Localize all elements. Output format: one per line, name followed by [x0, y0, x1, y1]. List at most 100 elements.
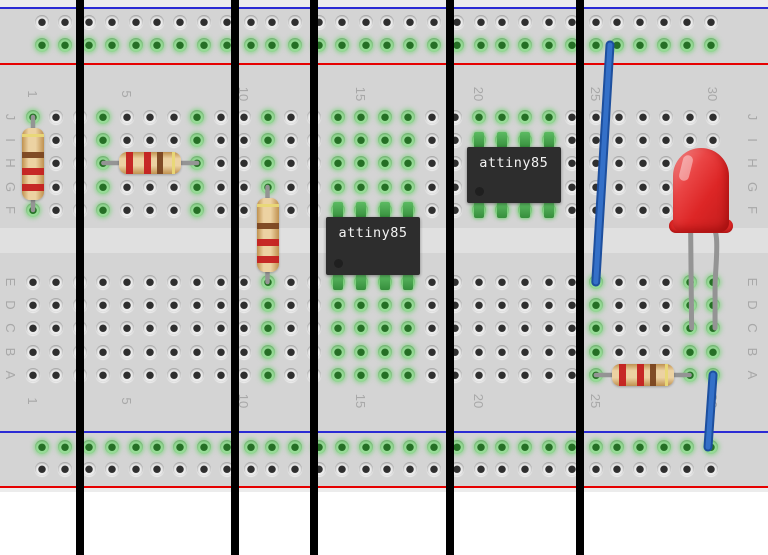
breadboard-hole[interactable] — [237, 321, 252, 335]
breadboard-hole[interactable] — [330, 133, 345, 147]
breadboard-hole[interactable] — [706, 133, 721, 147]
breadboard-hole[interactable] — [237, 368, 252, 382]
breadboard-hole[interactable] — [190, 345, 205, 359]
breadboard-hole[interactable] — [612, 133, 627, 147]
breadboard-hole[interactable] — [354, 298, 369, 312]
breadboard-hole[interactable] — [237, 298, 252, 312]
power-rail-hole[interactable] — [610, 440, 624, 454]
power-rail-hole[interactable] — [81, 38, 96, 52]
breadboard-hole[interactable] — [260, 368, 275, 382]
breadboard-hole[interactable] — [495, 110, 509, 124]
power-rail-hole[interactable] — [35, 440, 49, 454]
breadboard-hole[interactable] — [330, 180, 345, 194]
power-rail-hole[interactable] — [703, 462, 718, 476]
breadboard-hole[interactable] — [635, 156, 650, 170]
breadboard-hole[interactable] — [401, 298, 416, 312]
breadboard-hole[interactable] — [190, 298, 205, 312]
breadboard-hole[interactable] — [495, 275, 509, 289]
breadboard-hole[interactable] — [143, 203, 158, 217]
power-rail-hole[interactable] — [680, 462, 695, 476]
breadboard-hole[interactable] — [283, 156, 298, 170]
power-rail-hole[interactable] — [81, 440, 96, 454]
breadboard-hole[interactable] — [635, 298, 650, 312]
breadboard-hole[interactable] — [96, 180, 111, 194]
breadboard-hole[interactable] — [401, 345, 416, 359]
breadboard-hole[interactable] — [635, 133, 650, 147]
power-rail-hole[interactable] — [588, 15, 603, 29]
breadboard-hole[interactable] — [96, 133, 111, 147]
breadboard-hole[interactable] — [659, 298, 674, 312]
power-rail-hole[interactable] — [58, 462, 73, 476]
breadboard-hole[interactable] — [377, 133, 392, 147]
resistor-3[interactable] — [256, 198, 279, 272]
breadboard-hole[interactable] — [190, 275, 205, 289]
breadboard-hole[interactable] — [190, 321, 205, 335]
power-rail-hole[interactable] — [220, 462, 235, 476]
breadboard-hole[interactable] — [283, 345, 298, 359]
breadboard-hole[interactable] — [471, 298, 486, 312]
power-rail-hole[interactable] — [58, 440, 73, 454]
power-rail-hole[interactable] — [220, 440, 235, 454]
breadboard-hole[interactable] — [119, 345, 134, 359]
breadboard-hole[interactable] — [237, 345, 252, 359]
breadboard-hole[interactable] — [354, 133, 369, 147]
breadboard-hole[interactable] — [213, 110, 228, 124]
power-rail-hole[interactable] — [403, 462, 418, 476]
breadboard-hole[interactable] — [143, 345, 158, 359]
breadboard-hole[interactable] — [330, 321, 345, 335]
breadboard-hole[interactable] — [495, 368, 509, 382]
breadboard-hole[interactable] — [190, 368, 205, 382]
breadboard-hole[interactable] — [541, 275, 556, 289]
breadboard-hole[interactable] — [49, 368, 64, 382]
breadboard-hole[interactable] — [565, 345, 580, 359]
breadboard-hole[interactable] — [518, 110, 533, 124]
breadboard-hole[interactable] — [401, 110, 416, 124]
breadboard-hole[interactable] — [541, 110, 556, 124]
breadboard-hole[interactable] — [635, 110, 650, 124]
breadboard-hole[interactable] — [565, 368, 580, 382]
breadboard-hole[interactable] — [424, 345, 439, 359]
breadboard-hole[interactable] — [260, 321, 275, 335]
breadboard-hole[interactable] — [26, 275, 40, 289]
power-rail-hole[interactable] — [150, 462, 164, 476]
breadboard-hole[interactable] — [330, 368, 345, 382]
breadboard-hole[interactable] — [119, 298, 134, 312]
power-rail-hole[interactable] — [243, 15, 258, 29]
breadboard-hole[interactable] — [565, 180, 580, 194]
power-rail-hole[interactable] — [541, 440, 556, 454]
breadboard-hole[interactable] — [237, 110, 252, 124]
breadboard-hole[interactable] — [471, 275, 486, 289]
breadboard-hole[interactable] — [119, 203, 134, 217]
breadboard-hole[interactable] — [283, 133, 298, 147]
power-rail-hole[interactable] — [703, 15, 718, 29]
power-rail-hole[interactable] — [495, 38, 509, 52]
breadboard-hole[interactable] — [495, 345, 509, 359]
power-rail-hole[interactable] — [243, 38, 258, 52]
power-rail-hole[interactable] — [173, 15, 188, 29]
breadboard-hole[interactable] — [166, 368, 181, 382]
breadboard-hole[interactable] — [424, 368, 439, 382]
breadboard-hole[interactable] — [659, 110, 674, 124]
breadboard-hole[interactable] — [612, 345, 627, 359]
power-rail-hole[interactable] — [265, 15, 279, 29]
power-rail-hole[interactable] — [656, 462, 671, 476]
power-rail-hole[interactable] — [633, 440, 648, 454]
power-rail-hole[interactable] — [358, 15, 373, 29]
breadboard-hole[interactable] — [588, 298, 603, 312]
breadboard-hole[interactable] — [260, 345, 275, 359]
power-rail-hole[interactable] — [265, 462, 279, 476]
ic-attiny85-straddling-gap[interactable]: attiny85 — [325, 217, 421, 275]
breadboard-hole[interactable] — [49, 180, 64, 194]
power-rail-hole[interactable] — [680, 38, 695, 52]
power-rail-hole[interactable] — [128, 15, 143, 29]
breadboard-hole[interactable] — [541, 345, 556, 359]
breadboard-hole[interactable] — [377, 321, 392, 335]
breadboard-hole[interactable] — [612, 156, 627, 170]
power-rail-hole[interactable] — [358, 38, 373, 52]
breadboard-hole[interactable] — [330, 156, 345, 170]
breadboard-hole[interactable] — [283, 368, 298, 382]
breadboard-hole[interactable] — [49, 156, 64, 170]
breadboard-hole[interactable] — [612, 110, 627, 124]
breadboard-hole[interactable] — [471, 110, 486, 124]
power-rail-hole[interactable] — [173, 440, 188, 454]
